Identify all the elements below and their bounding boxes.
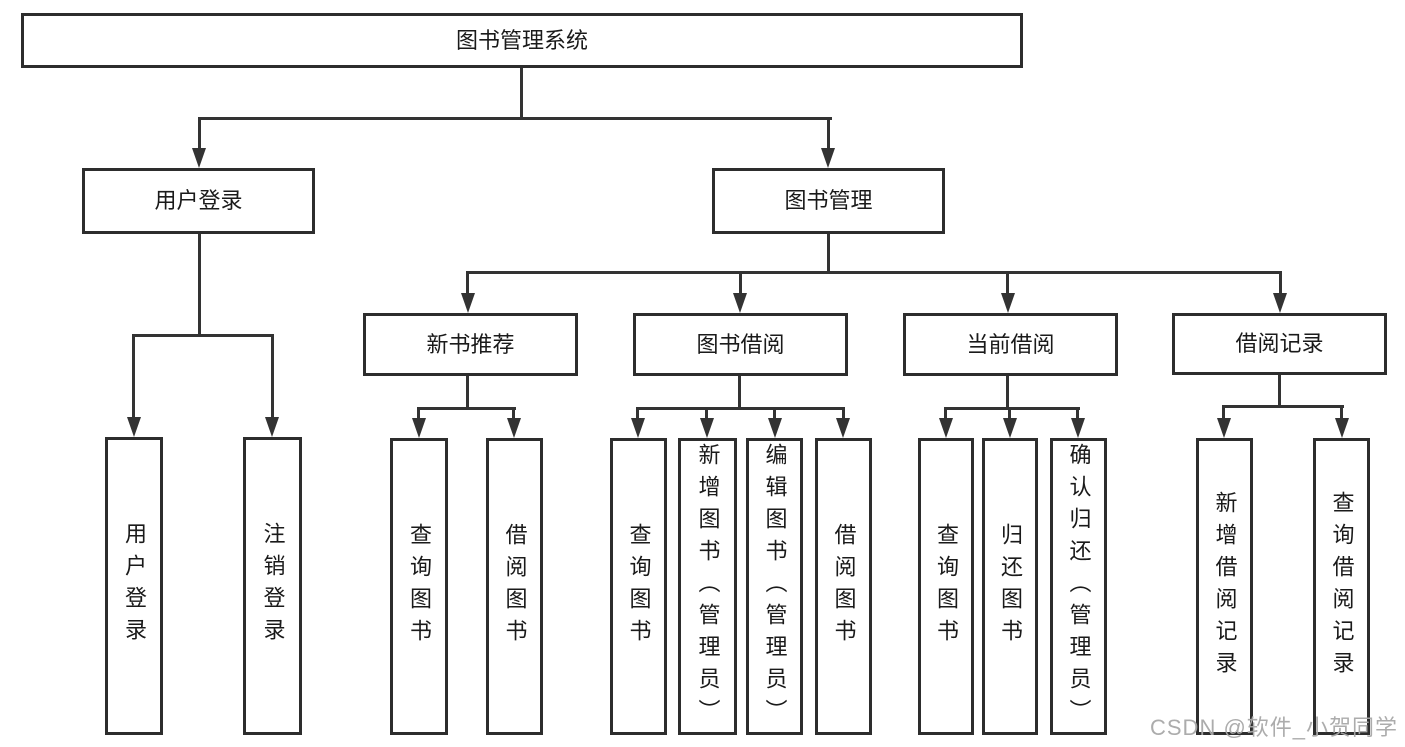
arrowhead-user-login <box>192 148 206 168</box>
arrowhead-leaf-user-login <box>127 417 141 437</box>
leaf-user-login-label: 用户登录 <box>122 522 147 650</box>
arrowhead-borrow-records <box>1273 293 1287 313</box>
connector-book-management-stem <box>827 234 830 273</box>
leaf-cb-return-book-label: 归还图书 <box>998 522 1023 651</box>
connector-drop-user-login <box>198 117 201 149</box>
node-new-book-recommend-label: 新书推荐 <box>426 331 515 357</box>
connector-root-rail <box>198 117 832 120</box>
leaf-rec-query-book: 查询图书 <box>390 438 448 735</box>
leaf-br-add-record: 新增借阅记录 <box>1196 438 1253 735</box>
node-new-book-recommend: 新书推荐 <box>363 313 578 376</box>
connector-drop-leaf-user-login <box>132 334 135 418</box>
leaf-cb-query-book-label: 查询图书 <box>934 522 959 651</box>
connector-drop-book-management <box>827 117 830 149</box>
arrowhead-cb-query <box>939 418 953 438</box>
connector-drop-rec-query <box>417 407 420 420</box>
leaf-bb-edit-book: 编辑图书（管理员） <box>746 438 803 735</box>
connector-borrow-records-stem <box>1278 375 1281 407</box>
leaf-cb-confirm-return-label: 确认归还（管理员） <box>1066 442 1092 731</box>
node-book-borrow: 图书借阅 <box>633 313 848 376</box>
connector-drop-bb-add <box>705 407 708 420</box>
connector-new-book-recommend-rail <box>417 407 516 410</box>
connector-user-login-stem <box>198 234 201 336</box>
arrowhead-bb-query <box>631 418 645 438</box>
leaf-rec-borrow-book: 借阅图书 <box>486 438 543 735</box>
leaf-user-login: 用户登录 <box>105 437 163 735</box>
connector-drop-br-add <box>1222 405 1225 420</box>
connector-drop-cb-return <box>1008 407 1011 420</box>
arrowhead-book-management <box>821 148 835 168</box>
connector-root-stem <box>520 68 523 118</box>
leaf-rec-query-book-label: 查询图书 <box>407 522 432 651</box>
node-book-management-label: 图书管理 <box>784 188 873 213</box>
arrowhead-bb-edit <box>768 418 782 438</box>
arrowhead-leaf-logout <box>265 417 279 437</box>
leaf-bb-borrow-book: 借阅图书 <box>815 438 872 735</box>
watermark: CSDN @软件_小贺同学 <box>1150 715 1399 740</box>
node-current-borrow: 当前借阅 <box>903 313 1118 376</box>
arrowhead-current-borrow <box>1001 293 1015 313</box>
connector-borrow-records-rail <box>1222 405 1344 408</box>
leaf-cb-confirm-return: 确认归还（管理员） <box>1050 438 1107 735</box>
leaf-bb-add-book: 新增图书（管理员） <box>678 438 737 735</box>
leaf-cb-query-book: 查询图书 <box>918 438 974 735</box>
arrowhead-cb-confirm <box>1071 418 1085 438</box>
arrowhead-bb-borrow <box>836 418 850 438</box>
leaf-rec-borrow-book-label: 借阅图书 <box>502 522 528 651</box>
arrowhead-new-book-recommend <box>461 293 475 313</box>
connector-drop-bb-query <box>636 407 639 420</box>
connector-drop-cb-confirm <box>1076 407 1079 420</box>
connector-new-book-recommend-stem <box>466 376 469 409</box>
leaf-br-query-record: 查询借阅记录 <box>1313 438 1370 735</box>
connector-drop-rec-borrow <box>512 407 515 420</box>
leaf-bb-add-book-label: 新增图书（管理员） <box>695 442 721 731</box>
connector-drop-leaf-logout <box>271 334 274 418</box>
node-user-login: 用户登录 <box>82 168 315 234</box>
connector-drop-bb-borrow <box>842 407 845 420</box>
node-user-login-label: 用户登录 <box>154 188 243 213</box>
leaf-br-add-record-label: 新增借阅记录 <box>1212 490 1238 683</box>
node-borrow-records-label: 借阅记录 <box>1235 331 1324 356</box>
connector-current-borrow-stem <box>1006 376 1009 409</box>
connector-drop-br-query <box>1340 405 1343 420</box>
leaf-bb-query-book-label: 查询图书 <box>626 522 652 651</box>
arrowhead-book-borrow <box>733 293 747 313</box>
connector-drop-borrow-records <box>1279 271 1282 295</box>
connector-drop-bb-edit <box>773 407 776 420</box>
connector-drop-book-borrow <box>739 271 742 295</box>
leaf-bb-edit-book-label: 编辑图书（管理员） <box>762 442 788 731</box>
leaf-logout: 注销登录 <box>243 437 302 735</box>
node-root: 图书管理系统 <box>21 13 1023 68</box>
leaf-br-query-record-label: 查询借阅记录 <box>1329 490 1355 683</box>
arrowhead-br-query <box>1335 418 1349 438</box>
connector-drop-current-borrow <box>1006 271 1009 295</box>
arrowhead-bb-add <box>700 418 714 438</box>
node-root-label: 图书管理系统 <box>455 27 588 53</box>
leaf-logout-label: 注销登录 <box>260 522 286 650</box>
connector-drop-cb-query <box>944 407 947 420</box>
connector-book-borrow-rail <box>636 407 845 410</box>
arrowhead-rec-borrow <box>507 418 521 438</box>
connector-current-borrow-rail <box>944 407 1080 410</box>
node-book-borrow-label: 图书借阅 <box>696 331 785 357</box>
node-book-management: 图书管理 <box>712 168 945 234</box>
arrowhead-br-add <box>1217 418 1231 438</box>
arrowhead-cb-return <box>1003 418 1017 438</box>
connector-book-borrow-stem <box>738 376 741 409</box>
connector-book-management-rail <box>466 271 1282 274</box>
leaf-bb-query-book: 查询图书 <box>610 438 667 735</box>
node-borrow-records: 借阅记录 <box>1172 313 1387 375</box>
leaf-cb-return-book: 归还图书 <box>982 438 1038 735</box>
connector-drop-new-book-recommend <box>466 271 469 295</box>
connector-user-login-rail <box>132 334 274 337</box>
arrowhead-rec-query <box>412 418 426 438</box>
leaf-bb-borrow-book-label: 借阅图书 <box>831 522 857 651</box>
node-current-borrow-label: 当前借阅 <box>966 331 1055 357</box>
